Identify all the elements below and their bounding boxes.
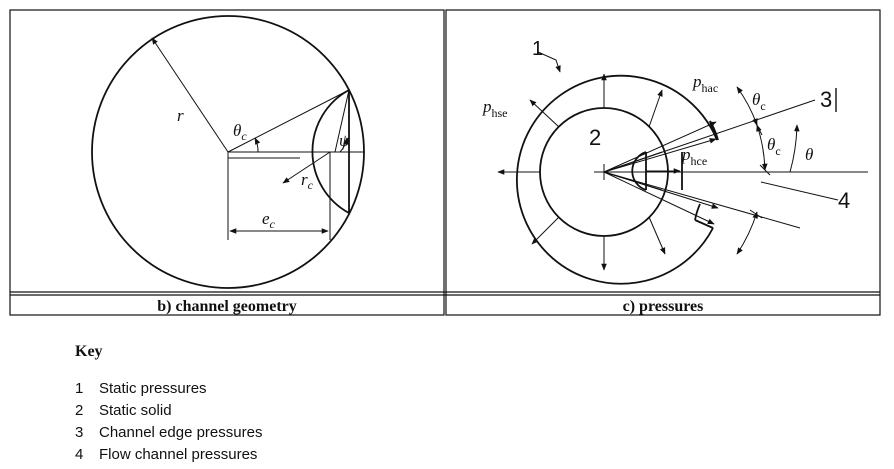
key-legend: Key 1 Static pressures 2 Static solid 3 … bbox=[75, 343, 575, 466]
label-psi: ψ bbox=[339, 131, 350, 150]
key-item-number: 3 bbox=[75, 424, 84, 441]
key-item-label: Static solid bbox=[99, 402, 172, 419]
key-item: 1 Static pressures bbox=[75, 378, 575, 400]
pressure-envelope bbox=[515, 74, 718, 285]
callout-2: 2 bbox=[589, 125, 601, 150]
channel-arc-c bbox=[631, 151, 647, 191]
panel-b-labels: r θc ψ rc ec bbox=[177, 106, 350, 231]
psi-arc bbox=[339, 137, 349, 153]
key-item: 4 Flow channel pressures bbox=[75, 444, 575, 466]
key-title: Key bbox=[75, 343, 103, 360]
figure: r θc ψ rc ec b) channel geometry bbox=[9, 9, 881, 316]
label-r-c: rc bbox=[301, 170, 314, 192]
label-p-hac: phac bbox=[692, 72, 718, 95]
panel-c-labels: 1 2 3 4 phse phac phce θc θc θ bbox=[482, 38, 850, 213]
panel-b-frame bbox=[9, 9, 445, 316]
theta-c-arc bbox=[254, 137, 261, 153]
panel-c-arrows bbox=[497, 51, 868, 271]
label-e-c: ec bbox=[262, 209, 276, 231]
radius-rc-arrow bbox=[282, 151, 331, 184]
label-r: r bbox=[177, 106, 184, 125]
psi-ray bbox=[334, 89, 350, 153]
label-theta-c-top: θc bbox=[752, 90, 766, 113]
panel-c-frame bbox=[445, 9, 881, 316]
theta-ray bbox=[227, 89, 350, 153]
panel-b-dimensions bbox=[151, 37, 364, 240]
key-item-label: Static pressures bbox=[99, 380, 207, 397]
caption-pressures: c) pressures bbox=[623, 298, 704, 315]
key-item-number: 4 bbox=[75, 446, 84, 463]
caption-channel-geometry: b) channel geometry bbox=[157, 298, 297, 315]
key-item: 3 Channel edge pressures bbox=[75, 422, 575, 444]
key-item-number: 2 bbox=[75, 402, 84, 419]
callout-1: 1 bbox=[532, 38, 543, 60]
key-item-label: Flow channel pressures bbox=[99, 446, 258, 463]
label-theta-c: θc bbox=[233, 121, 247, 143]
key-item: 2 Static solid bbox=[75, 400, 575, 422]
key-item-label: Channel edge pressures bbox=[99, 424, 263, 441]
label-p-hse: phse bbox=[482, 97, 508, 120]
label-theta-c-mid: θc bbox=[767, 135, 781, 158]
panel-frames bbox=[9, 9, 881, 316]
key-item-number: 1 bbox=[75, 380, 84, 397]
panel-c-shapes bbox=[515, 74, 719, 285]
radius-r-arrow bbox=[151, 37, 229, 153]
label-theta: θ bbox=[805, 145, 813, 164]
figure-svg: r θc ψ rc ec b) channel geometry bbox=[9, 9, 881, 316]
callout-3: 3 bbox=[820, 87, 832, 112]
label-p-hce: phce bbox=[681, 145, 707, 168]
callout-4: 4 bbox=[838, 188, 850, 213]
